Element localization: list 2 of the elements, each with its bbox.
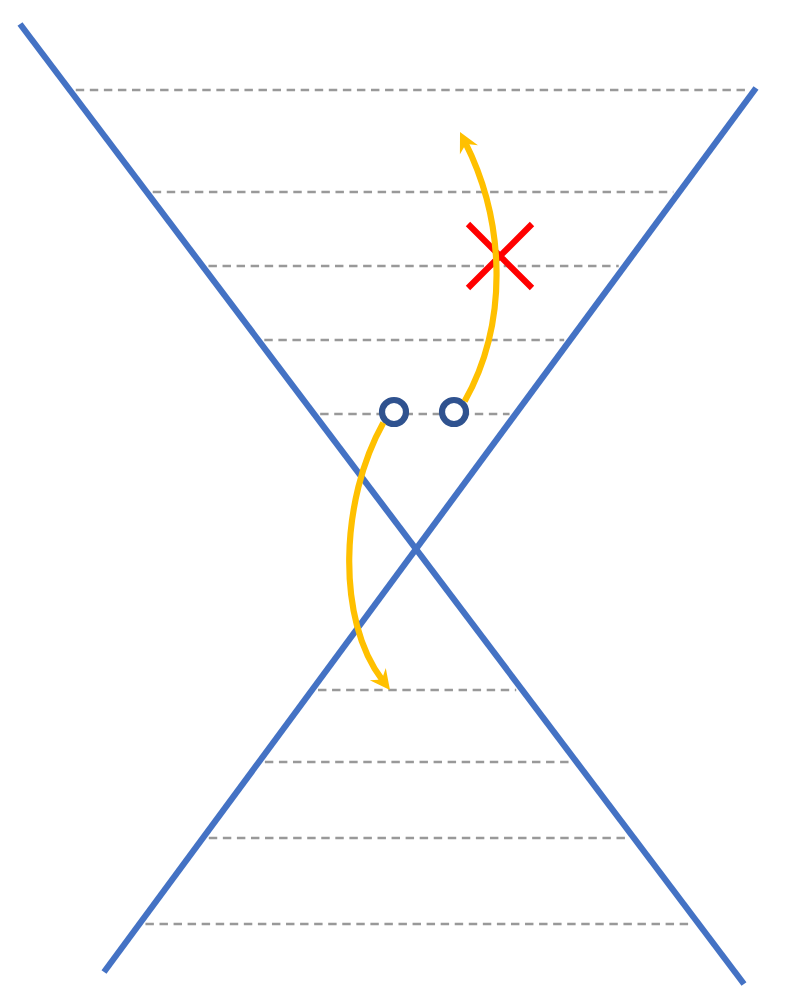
event-circle <box>438 396 470 428</box>
event-circle <box>378 396 410 428</box>
